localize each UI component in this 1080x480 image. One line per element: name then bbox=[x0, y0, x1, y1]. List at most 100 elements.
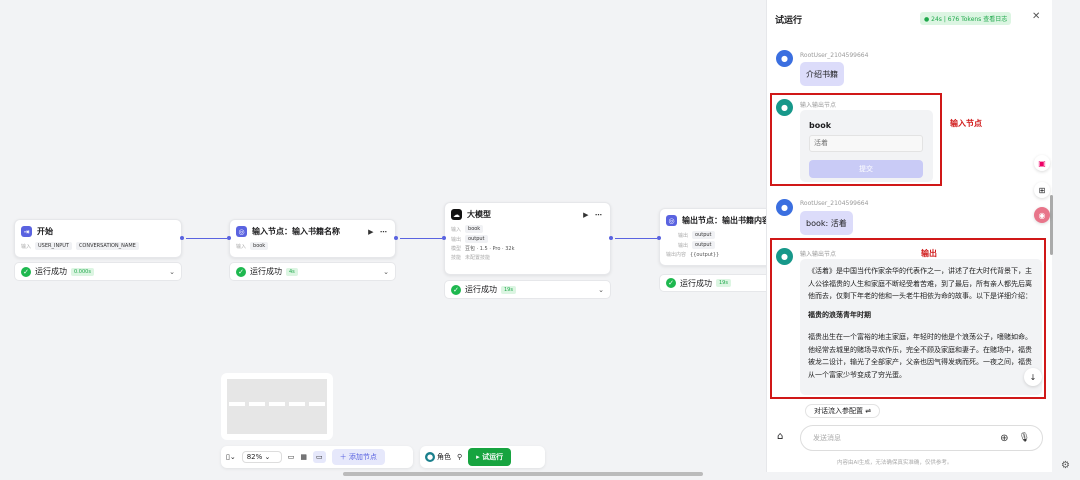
param-tag: USER_INPUT bbox=[35, 242, 72, 250]
apps-icon[interactable]: ⊞ bbox=[1034, 182, 1050, 198]
settings-icon[interactable]: ⚙ bbox=[1061, 460, 1070, 471]
input-node-icon: ◎ bbox=[236, 226, 247, 237]
check-icon: ✓ bbox=[451, 284, 461, 295]
role-button[interactable]: ●角色 bbox=[425, 452, 451, 462]
mouse-icon[interactable]: ▯⌄ bbox=[226, 453, 236, 461]
time-badge: 4s bbox=[286, 267, 298, 276]
param-tag: book bbox=[250, 242, 269, 250]
debug-icon[interactable]: ⚲ bbox=[457, 453, 463, 461]
scroll-down-icon[interactable]: ↓ bbox=[1024, 368, 1042, 386]
skill-value: 未配置技能 bbox=[465, 255, 491, 261]
canvas-toolbar: ▯⌄ 82% ⌄ ▭ ▦ ▭ ＋ 添加节点 bbox=[221, 446, 413, 468]
role-icon: ● bbox=[425, 452, 435, 462]
param-tag: output bbox=[465, 235, 488, 243]
user-avatar: ● bbox=[776, 50, 793, 67]
add-icon[interactable]: ⊕ bbox=[1000, 432, 1009, 444]
output-node-icon: ◎ bbox=[666, 215, 677, 226]
time-badge: 0.000s bbox=[71, 267, 94, 276]
port[interactable] bbox=[394, 236, 398, 240]
bot-output-message: 《活着》是中国当代作家余华的代表作之一，讲述了在大时代背景下，主人公徐福贵的人生… bbox=[800, 259, 1042, 395]
gift-icon[interactable]: ▣ bbox=[1034, 155, 1050, 171]
message-input[interactable]: 发送消息⊕🎙 bbox=[800, 425, 1043, 451]
zoom-select[interactable]: 82% ⌄ bbox=[241, 451, 282, 463]
chevron-down-icon[interactable]: ⌄ bbox=[598, 285, 604, 294]
annotation-label: 输出 bbox=[921, 249, 937, 258]
bot-name: 输入输出节点 bbox=[800, 102, 837, 109]
username: RootUser_2104599664 bbox=[800, 200, 869, 207]
label: 输入 bbox=[21, 243, 32, 250]
bot-name: 输入输出节点 bbox=[800, 251, 837, 258]
bot-avatar: ● bbox=[776, 99, 793, 116]
minimap[interactable] bbox=[221, 373, 333, 440]
input-form-card: book 提交 bbox=[800, 110, 933, 182]
horizontal-scrollbar[interactable] bbox=[343, 472, 703, 476]
config-chip[interactable]: 对话流入参配置 ⇌ bbox=[805, 404, 881, 418]
run-toolbar: ●角色 ⚲ ▸ 试运行 bbox=[420, 446, 545, 468]
field-label: book bbox=[809, 121, 832, 130]
port[interactable] bbox=[657, 236, 661, 240]
output-paragraph: 福贵出生在一个富裕的地主家庭，年轻时的他是个浪荡公子，嗜赌如命。他经常去城里的赌… bbox=[808, 333, 1032, 379]
node-title: 开始 bbox=[37, 227, 53, 236]
param-tag: CONVERSATION_NAME bbox=[75, 242, 139, 250]
edge bbox=[400, 238, 442, 239]
content-value: {{output}} bbox=[690, 251, 720, 258]
node-title: 输出节点：输出书籍内容 bbox=[682, 216, 770, 225]
label: 输出 bbox=[451, 236, 462, 243]
microphone-icon[interactable]: 🎙 bbox=[1018, 433, 1030, 443]
port[interactable] bbox=[609, 236, 613, 240]
status-text: 运行成功 bbox=[680, 278, 712, 288]
param-tag: output bbox=[692, 231, 715, 239]
bot-avatar: ● bbox=[776, 248, 793, 265]
label: 输出 bbox=[678, 232, 689, 239]
node-title: 大模型 bbox=[467, 210, 491, 219]
param-tag: book bbox=[465, 225, 484, 233]
llm-icon: ☁ bbox=[451, 209, 462, 220]
port[interactable] bbox=[180, 236, 184, 240]
status-text: 运行成功 bbox=[465, 285, 497, 294]
test-run-button[interactable]: ▸ 试运行 bbox=[468, 448, 512, 466]
status-text: 运行成功 bbox=[250, 267, 282, 276]
check-icon: ✓ bbox=[21, 266, 31, 277]
run-more-icons[interactable]: ▶ ⋯ bbox=[583, 210, 604, 219]
panel-scrollbar[interactable] bbox=[1050, 195, 1053, 255]
new-chat-icon[interactable]: ⌂ bbox=[777, 431, 784, 442]
panel-title: 试运行 bbox=[775, 16, 803, 26]
chevron-down-icon[interactable]: ⌄ bbox=[383, 267, 389, 276]
start-icon: ⇥ bbox=[21, 226, 32, 237]
test-run-panel: 试运行 ● 24s | 676 Tokens 查看日志 ✕ ● RootUser… bbox=[766, 0, 1052, 472]
port[interactable] bbox=[442, 236, 446, 240]
user-message: 介绍书籍 bbox=[800, 62, 844, 86]
run-stats-badge[interactable]: ● 24s | 676 Tokens 查看日志 bbox=[920, 12, 1012, 25]
port[interactable] bbox=[227, 236, 231, 240]
assistant-icon[interactable]: ◉ bbox=[1034, 207, 1050, 223]
annotation-label: 输入节点 bbox=[950, 119, 982, 128]
edge bbox=[615, 238, 657, 239]
username: RootUser_2104599664 bbox=[800, 52, 869, 59]
minimap-toggle-icon[interactable]: ▭ bbox=[312, 451, 326, 463]
disclaimer: 内容由AI生成，无法确保真实准确，仅供参考。 bbox=[837, 460, 953, 466]
submit-button[interactable]: 提交 bbox=[809, 160, 923, 178]
label: 输入 bbox=[451, 226, 462, 233]
node-title: 输入节点：输入书籍名称 bbox=[252, 227, 340, 236]
close-icon[interactable]: ✕ bbox=[1032, 11, 1041, 22]
label: 输出内容 bbox=[666, 252, 687, 258]
comment-icon[interactable]: ▭ bbox=[287, 453, 295, 461]
time-badge: 19s bbox=[716, 279, 731, 287]
chevron-down-icon[interactable]: ⌄ bbox=[169, 267, 175, 276]
add-node-button[interactable]: ＋ 添加节点 bbox=[331, 449, 385, 465]
layout-icon[interactable]: ▦ bbox=[300, 453, 307, 461]
view-log-link: 查看日志 bbox=[983, 16, 1008, 23]
edge bbox=[186, 238, 227, 239]
book-input[interactable] bbox=[809, 135, 923, 152]
run-more-icons[interactable]: ▶ ⋯ bbox=[368, 227, 389, 236]
model-name: 豆包 · 1.5 · Pro · 32k bbox=[465, 246, 515, 252]
check-icon: ✓ bbox=[666, 278, 676, 288]
user-message: book: 活着 bbox=[800, 211, 853, 235]
label: 模型 bbox=[451, 246, 462, 252]
